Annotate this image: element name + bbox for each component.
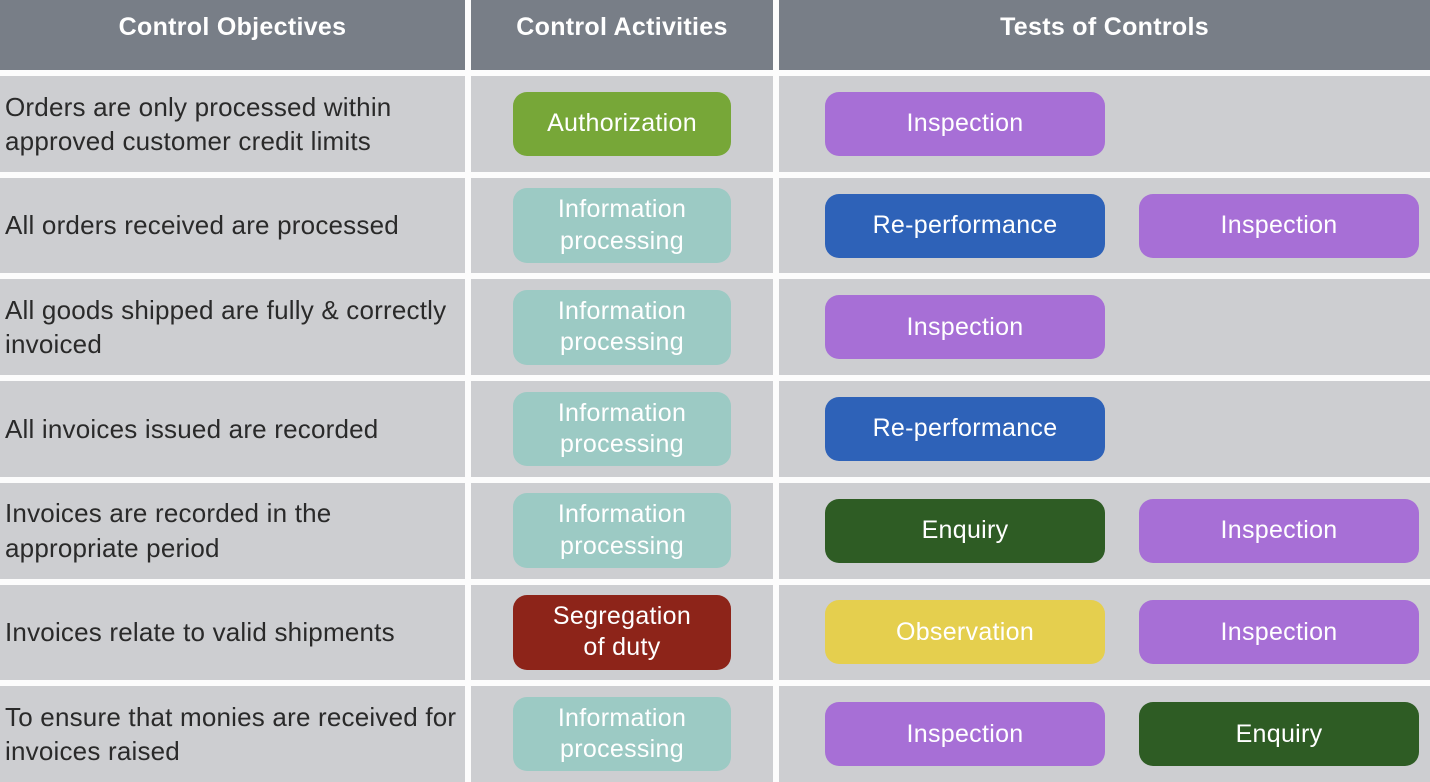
objective-cell: All invoices issued are recorded [0, 381, 465, 477]
tests-cell: Enquiry Inspection [779, 482, 1430, 579]
tests-cell: Inspection [779, 279, 1430, 376]
test-badge: Inspection [1139, 498, 1419, 563]
activity-badge: Information processing [513, 493, 731, 568]
objective-cell: Orders are only processed within approve… [0, 76, 465, 172]
activity-cell: Information processing [471, 279, 773, 376]
test-badge: Inspection [825, 702, 1105, 767]
objective-cell: To ensure that monies are received for i… [0, 686, 465, 782]
test-badge: Inspection [825, 91, 1105, 156]
activity-badge: Information processing [513, 391, 731, 467]
test-badge: Enquiry [825, 498, 1105, 563]
activity-cell: Information processing [471, 177, 773, 274]
tests-cell: Inspection [779, 76, 1430, 172]
activity-badge: Authorization [513, 91, 731, 156]
activity-badge: Information processing [513, 696, 731, 772]
objective-cell: Invoices relate to valid shipments [0, 584, 465, 681]
activity-badge: Segregation of duty [513, 595, 731, 670]
tests-cell: Re-performance [779, 381, 1430, 477]
test-badge: Observation [825, 600, 1105, 665]
objective-text: All goods shipped are fully & correctly … [5, 294, 447, 360]
activity-badge: Information processing [513, 290, 731, 365]
objective-text: Invoices relate to valid shipments [5, 617, 395, 648]
objective-text: All invoices issued are recorded [5, 413, 379, 444]
activity-cell: Information processing [471, 686, 773, 782]
objective-text: To ensure that monies are received for i… [5, 701, 457, 767]
activity-cell: Information processing [471, 482, 773, 579]
tests-cell: Inspection Enquiry [779, 686, 1430, 782]
activity-cell: Information processing [471, 381, 773, 477]
objective-cell: All goods shipped are fully & correctly … [0, 279, 465, 376]
column-header-tests-of-controls: Tests of Controls [779, 0, 1430, 70]
test-badge: Inspection [1139, 600, 1419, 665]
tests-cell: Observation Inspection [779, 584, 1430, 681]
objective-text: Orders are only processed within approve… [5, 91, 392, 156]
objective-text: All orders received are processed [5, 210, 399, 241]
objective-cell: Invoices are recorded in the appropriate… [0, 482, 465, 579]
test-badge: Enquiry [1139, 702, 1419, 767]
tests-cell: Re-performance Inspection [779, 177, 1430, 274]
test-badge: Re-performance [825, 193, 1105, 258]
activity-cell: Authorization [471, 76, 773, 172]
test-badge: Re-performance [825, 396, 1105, 461]
activity-cell: Segregation of duty [471, 584, 773, 681]
test-badge: Inspection [1139, 193, 1419, 258]
column-header-control-objectives: Control Objectives [0, 0, 465, 70]
objective-cell: All orders received are processed [0, 177, 465, 274]
test-badge: Inspection [825, 295, 1105, 360]
activity-badge: Information processing [513, 188, 731, 263]
objective-text: Invoices are recorded in the appropriate… [5, 498, 332, 563]
column-header-control-activities: Control Activities [471, 0, 773, 70]
